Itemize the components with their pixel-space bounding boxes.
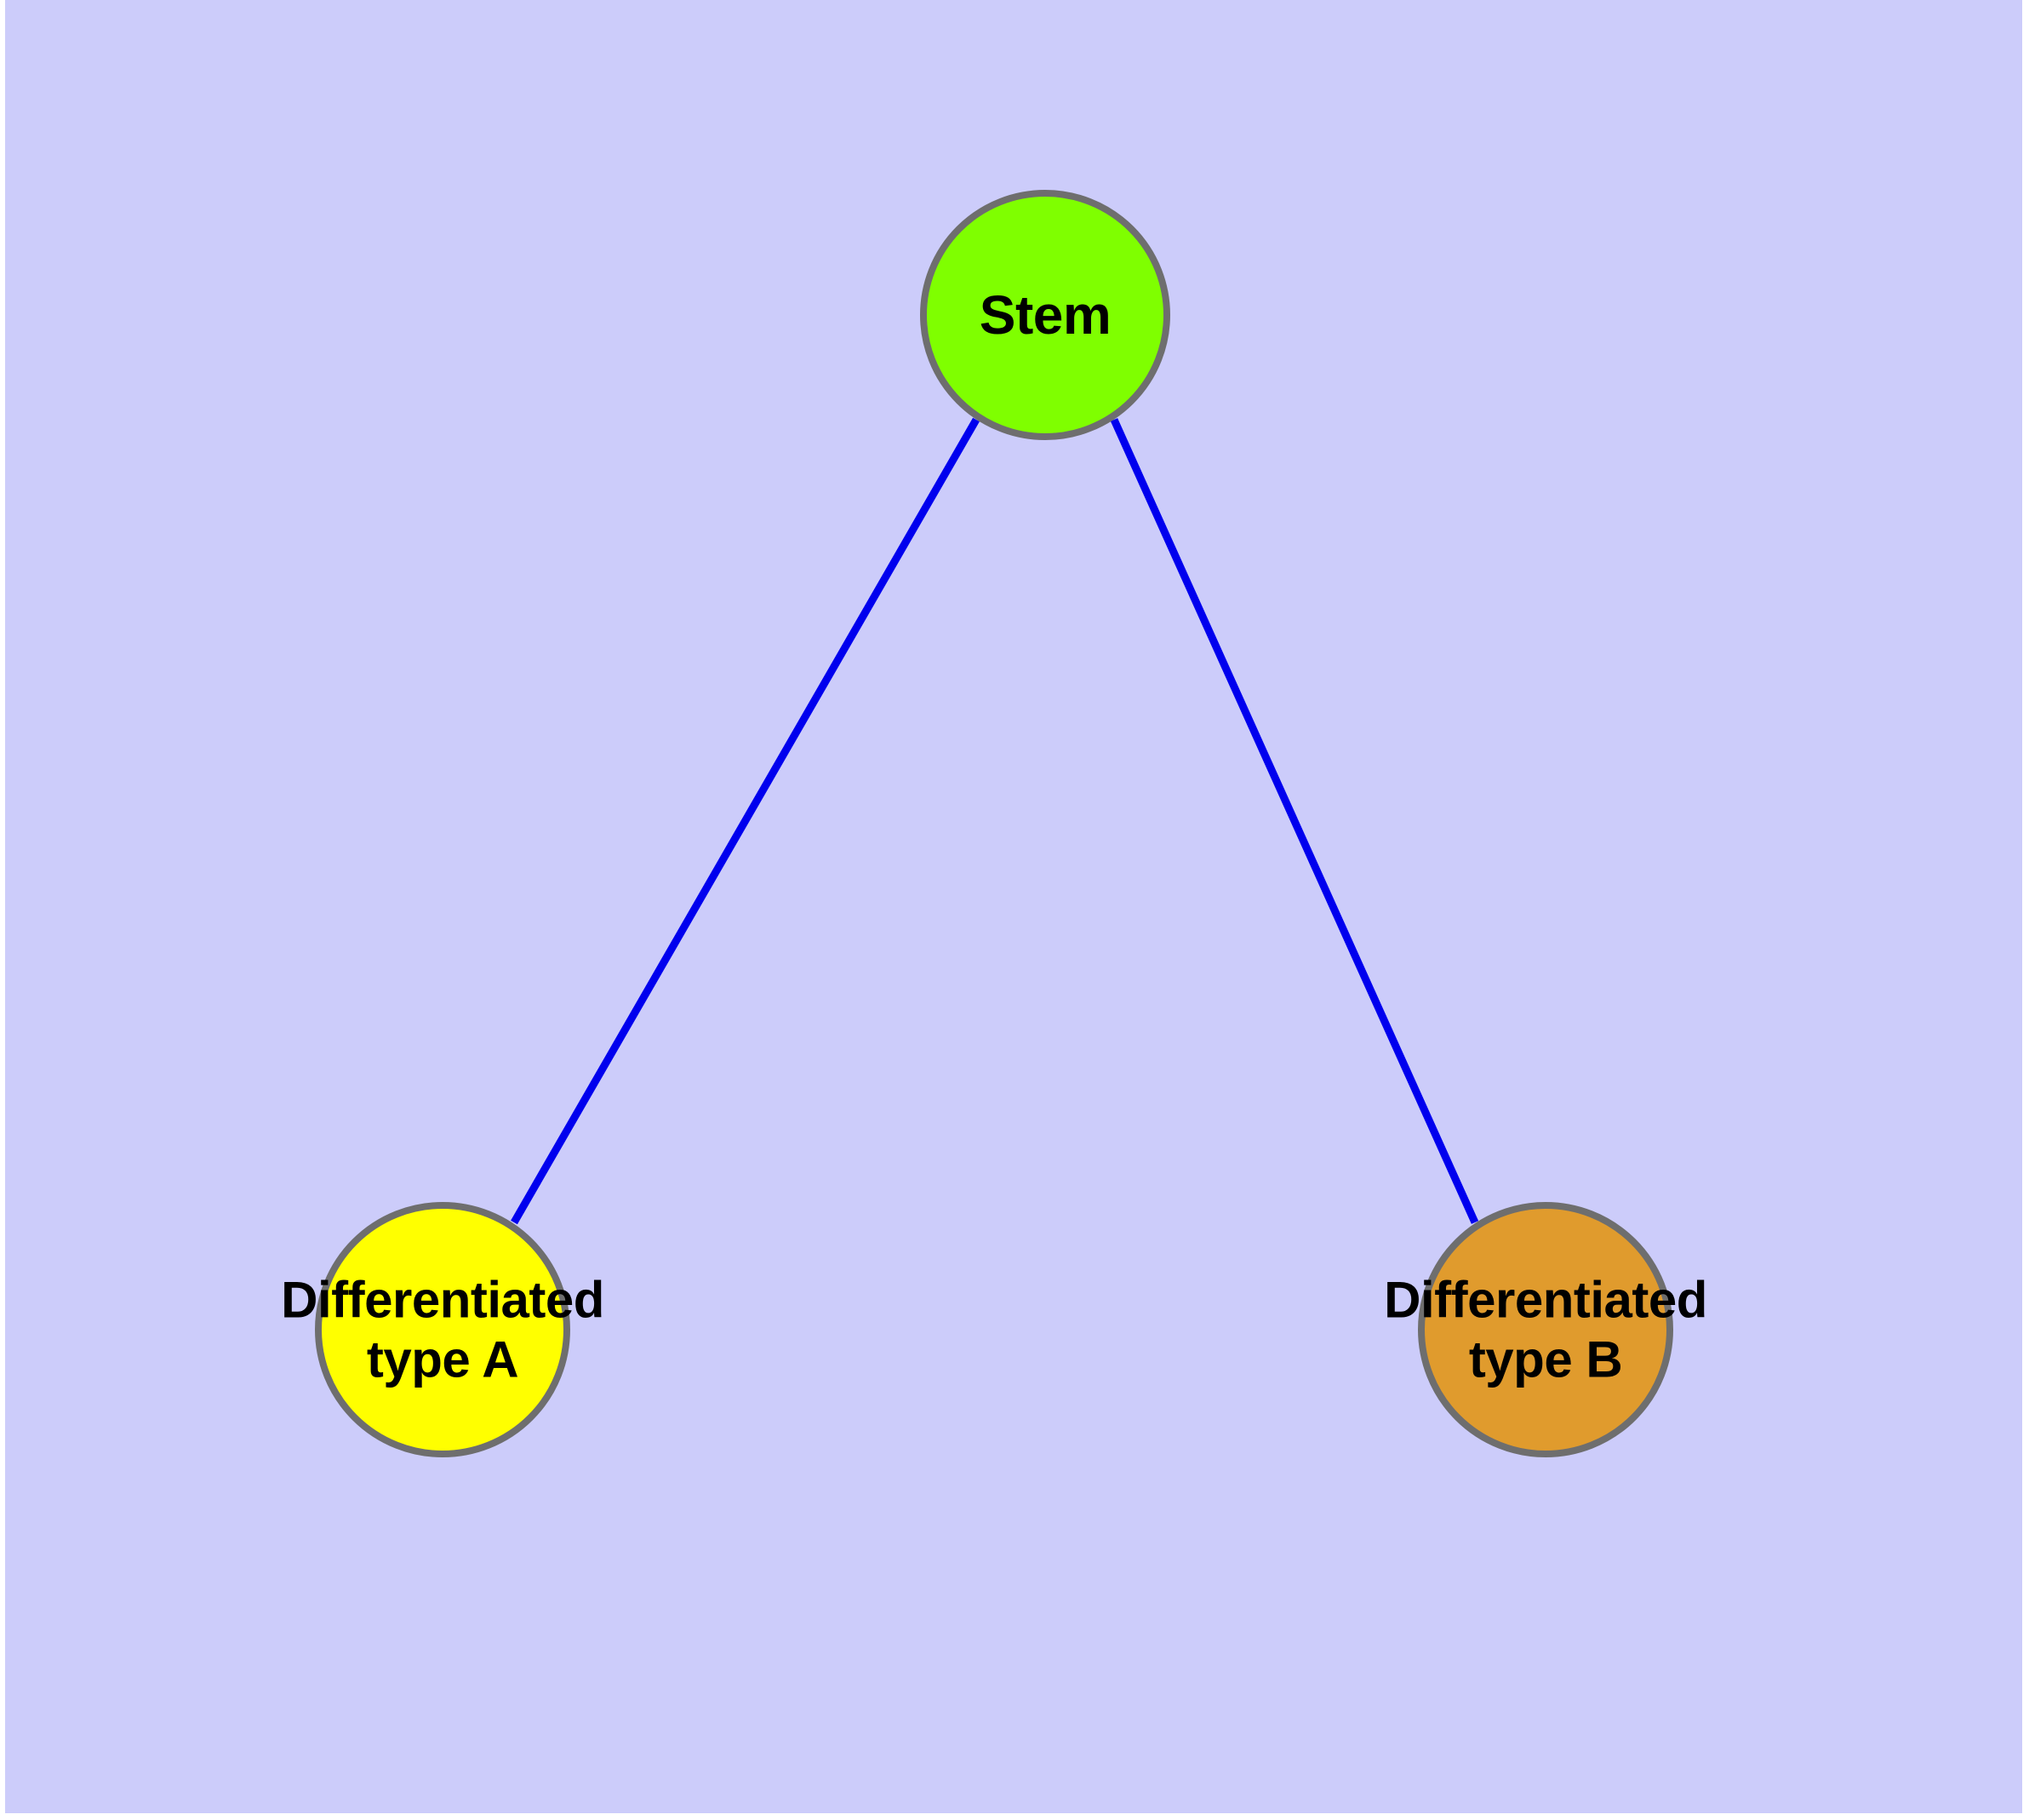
node-stem-label-line-1: Stem <box>979 283 1112 346</box>
edge-stem-to-diff-b <box>1110 418 1479 1224</box>
node-stem[interactable]: Stem <box>920 190 1170 440</box>
node-differentiated-type-b-label-line-1: Differentiated <box>1384 1271 1707 1329</box>
node-differentiated-type-a-label: Differentiated type A <box>281 1270 604 1388</box>
graph-plot-area: Stem Differentiated type A Differentiate… <box>5 0 2022 1813</box>
node-differentiated-type-b[interactable]: Differentiated type B <box>1384 1202 1707 1457</box>
node-differentiated-type-b-label-line-2: type B <box>1468 1331 1623 1388</box>
node-stem-label: Stem <box>980 283 1112 346</box>
node-differentiated-type-b-label: Differentiated type B <box>1384 1270 1707 1388</box>
edge-layer <box>511 417 1479 1225</box>
node-differentiated-type-a-label-line-1: Differentiated <box>281 1271 604 1329</box>
node-differentiated-type-a-label-line-2: type A <box>366 1331 519 1388</box>
node-differentiated-type-a[interactable]: Differentiated type A <box>281 1202 604 1457</box>
edge-stem-to-diff-a <box>511 417 980 1225</box>
